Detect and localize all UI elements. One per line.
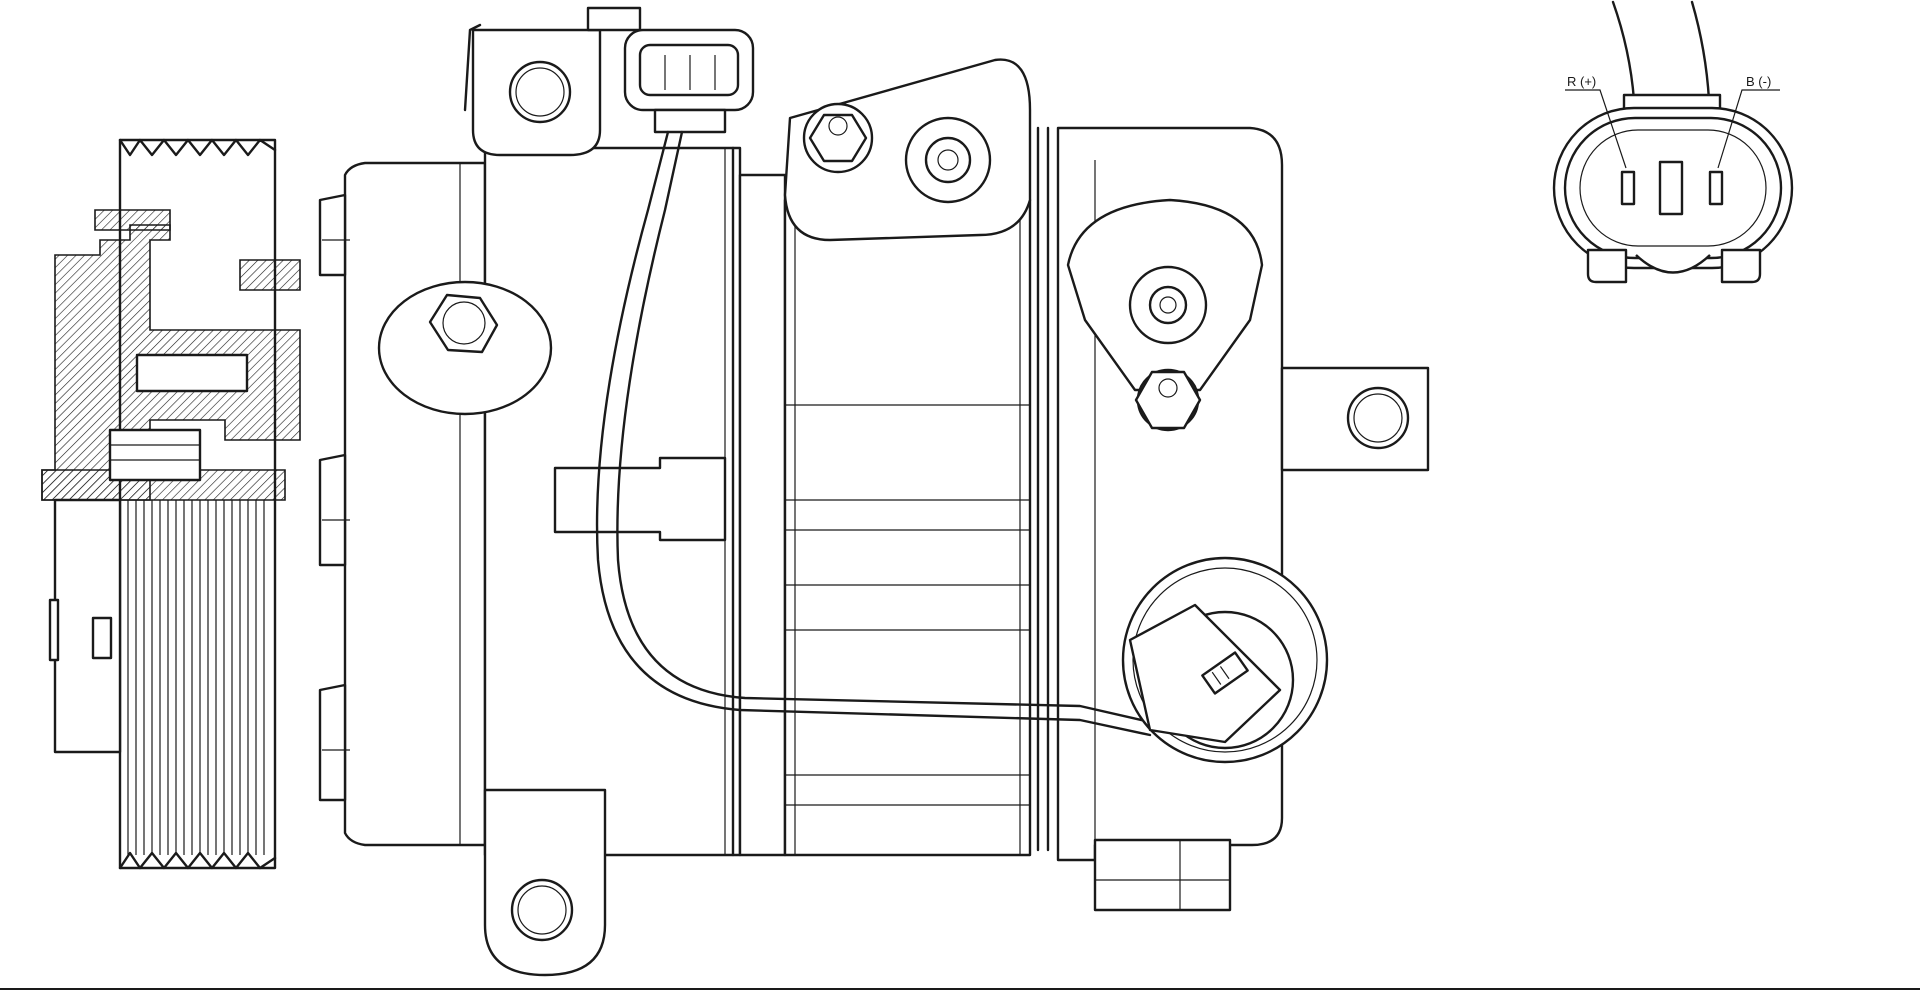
connector-pinout-detail: R (+) B (-)	[1552, 0, 1794, 284]
terminal-negative-label: B (-)	[1746, 74, 1771, 89]
suction-port-fitting	[1066, 198, 1264, 432]
terminal-pin-negative	[1708, 170, 1724, 206]
top-mounting-ear	[463, 6, 642, 157]
bottom-mounting-ear	[483, 788, 607, 977]
wire-bracket	[553, 456, 727, 542]
pulley-clutch-assembly	[41, 138, 301, 870]
wire-cable	[595, 130, 1152, 737]
control-valve-solenoid	[1121, 556, 1329, 764]
terminal-pin-center	[1658, 160, 1684, 216]
front-head-bolt	[377, 280, 553, 416]
pulley-belt-grooves	[119, 500, 265, 855]
terminal-positive-label: R (+)	[1567, 74, 1596, 89]
wire-harness-connector	[623, 28, 755, 134]
discharge-port-fitting	[783, 58, 1032, 242]
terminal-pin-positive	[1620, 170, 1636, 206]
